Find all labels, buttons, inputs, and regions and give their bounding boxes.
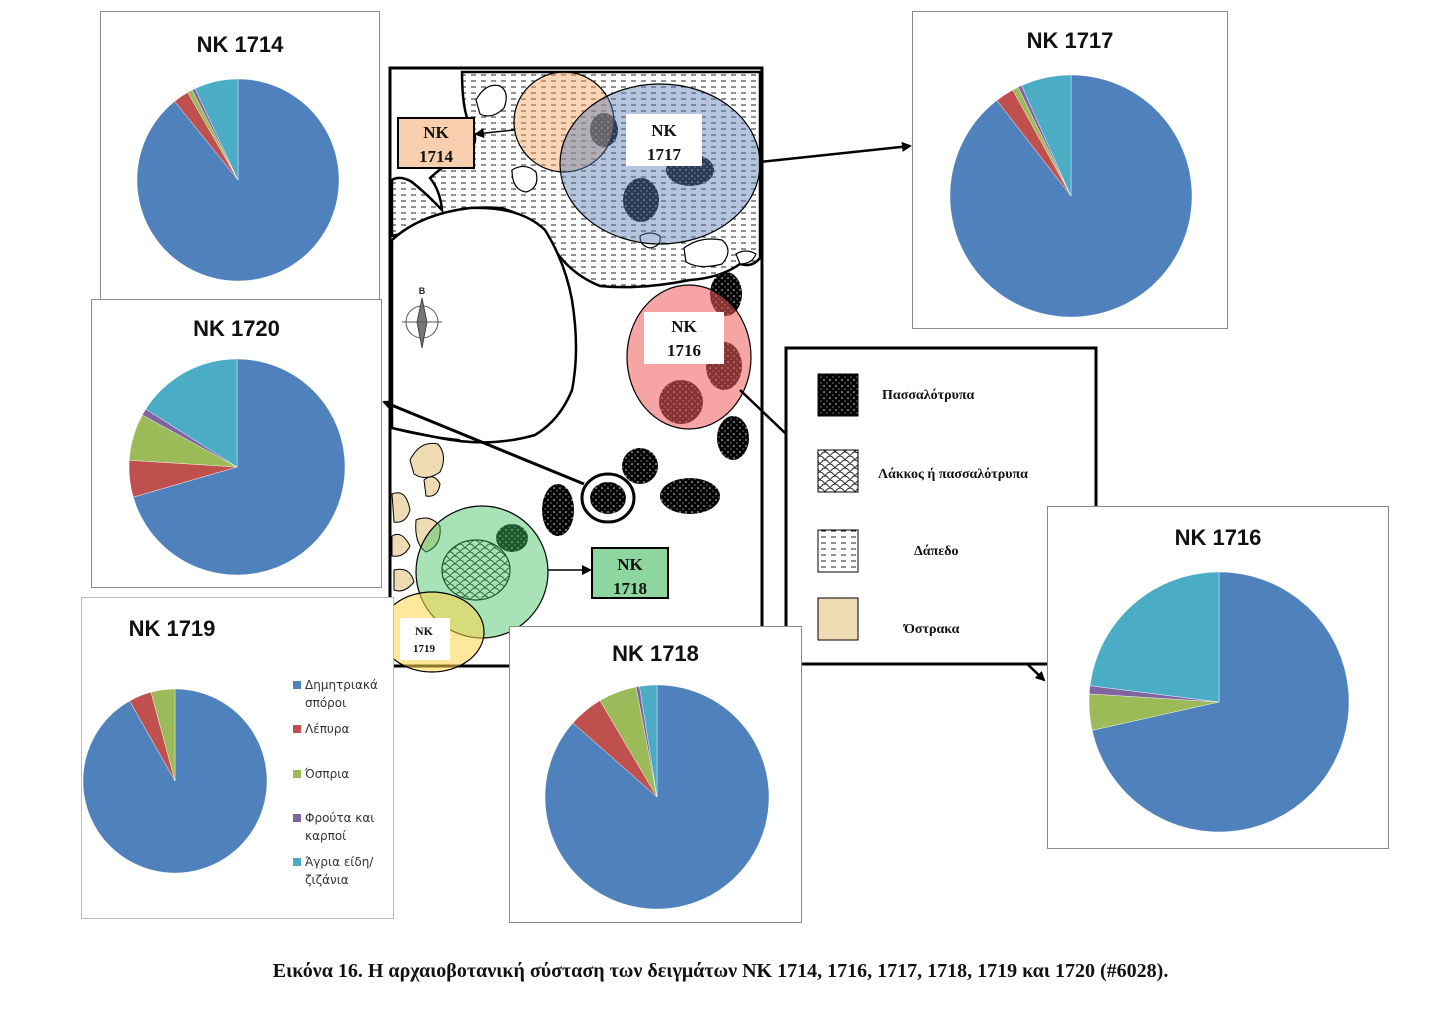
stone bbox=[735, 250, 757, 265]
pie-chart-1716 bbox=[1088, 571, 1350, 833]
legend-swatch bbox=[293, 770, 301, 778]
pie-slice-wild bbox=[145, 358, 238, 468]
chart-panel-1719: ΝΚ 1719 Δημητριακά σπόροι Λέπυρα Όσπρια … bbox=[81, 597, 394, 919]
map-label-1717-line2: 1717 bbox=[647, 145, 682, 164]
north-arrow-icon: Β bbox=[402, 286, 442, 349]
pie-slice-wild bbox=[194, 78, 239, 181]
pie-chart-1718 bbox=[544, 684, 770, 910]
pie-slice-wild bbox=[1089, 571, 1220, 703]
sherd bbox=[423, 476, 441, 497]
legend-label: Δημητριακά σπόροι bbox=[305, 678, 378, 710]
legend-swatch bbox=[293, 725, 301, 733]
dash-pattern-swatch bbox=[817, 529, 859, 573]
chart-panel-1718: ΝΚ 1718 bbox=[509, 626, 802, 923]
chart-title: ΝΚ 1720 bbox=[193, 316, 280, 341]
map-label-1718-line2: 1718 bbox=[613, 579, 647, 598]
map-label-1718: ΝΚ 1718 bbox=[591, 547, 669, 599]
map-key: Πασσαλότρυπα Λάκκος ή πασσαλότρυπα Δάπεδ… bbox=[784, 346, 1098, 666]
map-label-1719-line1: ΝΚ bbox=[415, 624, 434, 638]
pie-slice-wild bbox=[639, 684, 658, 798]
pit bbox=[441, 539, 511, 601]
map-label-1716-line1: ΝΚ bbox=[671, 317, 697, 336]
dotted-black-swatch bbox=[817, 373, 859, 417]
sherd-beige-swatch bbox=[817, 597, 859, 641]
north-label: Β bbox=[419, 286, 426, 296]
figure-caption: Εικόνα 16. Η αρχαιοβοτανική σύσταση των … bbox=[272, 960, 1169, 982]
posthole bbox=[590, 482, 626, 514]
sherd bbox=[391, 533, 411, 557]
sherd bbox=[391, 492, 411, 523]
legend-label: Όσπρια bbox=[305, 767, 350, 781]
pie-slice-pulses bbox=[150, 688, 176, 782]
key-label-pit-or-posthole: Λάκκος ή πασσαλότρυπα bbox=[878, 467, 1028, 482]
map-label-1719-line2: 1719 bbox=[413, 643, 436, 655]
pie-chart-1717 bbox=[949, 74, 1193, 318]
pie-slice-cereals bbox=[133, 358, 346, 576]
map-label-1718-line1: ΝΚ bbox=[617, 555, 643, 574]
posthole bbox=[622, 448, 658, 484]
map-label-1717-line1: ΝΚ bbox=[651, 121, 677, 140]
stone bbox=[683, 238, 729, 268]
map-label-1714-line1: ΝΚ bbox=[423, 123, 449, 142]
map-label-1717: ΝΚ 1717 bbox=[626, 114, 702, 166]
key-label-floor: Δάπεδο bbox=[914, 544, 959, 559]
posthole bbox=[623, 178, 659, 222]
legend-label: Λέπυρα bbox=[305, 722, 350, 736]
chart-panel-1716: ΝΚ 1716 bbox=[1047, 506, 1389, 849]
posthole bbox=[496, 524, 528, 552]
chart-panel-1717: ΝΚ 1717 bbox=[912, 11, 1228, 329]
pie-chart-1720 bbox=[128, 358, 346, 576]
stone bbox=[511, 165, 538, 193]
scale-pattern-swatch bbox=[817, 449, 859, 493]
chart-panel-1714: ΝΚ 1714 bbox=[100, 11, 380, 301]
stone bbox=[475, 84, 507, 117]
posthole bbox=[660, 478, 720, 514]
central-pit-edge bbox=[391, 427, 461, 441]
chart-panel-1720: ΝΚ 1720 bbox=[91, 299, 382, 588]
chart-title: ΝΚ 1718 bbox=[612, 641, 699, 666]
legend-swatch bbox=[293, 681, 301, 689]
legend-label: Φρούτα και καρποί bbox=[305, 811, 375, 843]
map-label-1716-line2: 1716 bbox=[667, 341, 701, 360]
arrow-to-1720-chart bbox=[382, 400, 585, 486]
pie-slice-cereals bbox=[82, 688, 268, 874]
posthole bbox=[717, 416, 749, 460]
map-label-1714-line2: 1714 bbox=[419, 147, 454, 166]
key-label-posthole: Πασσαλότρυπα bbox=[882, 388, 975, 403]
arrow-to-1717-chart bbox=[759, 141, 912, 164]
legend-swatch bbox=[293, 858, 301, 866]
pie-slice-wild bbox=[1021, 74, 1072, 197]
map-label-1714: ΝΚ 1714 bbox=[397, 117, 475, 169]
chart-title: ΝΚ 1716 bbox=[1174, 525, 1262, 550]
sherd bbox=[409, 442, 444, 478]
map-label-1716: ΝΚ 1716 bbox=[644, 312, 724, 364]
arrow-to-1714-label bbox=[474, 128, 515, 139]
chart-title: ΝΚ 1719 bbox=[128, 616, 216, 641]
pie-slice-cereals bbox=[1091, 571, 1350, 833]
pie-chart-1719 bbox=[82, 688, 268, 874]
sherd bbox=[393, 568, 415, 592]
posthole bbox=[542, 484, 574, 536]
legend-swatch bbox=[293, 814, 301, 822]
key-label-sherds: Όστρακα bbox=[903, 622, 960, 637]
chart-title: ΝΚ 1714 bbox=[196, 32, 284, 57]
chart-title: ΝΚ 1717 bbox=[1026, 28, 1114, 53]
pie-chart-1714 bbox=[136, 78, 340, 282]
legend-label: Άγρια είδη/ζιζάνια bbox=[305, 855, 374, 887]
sample-area-1714 bbox=[513, 71, 615, 173]
map-label-1719: ΝΚ 1719 bbox=[400, 618, 450, 660]
